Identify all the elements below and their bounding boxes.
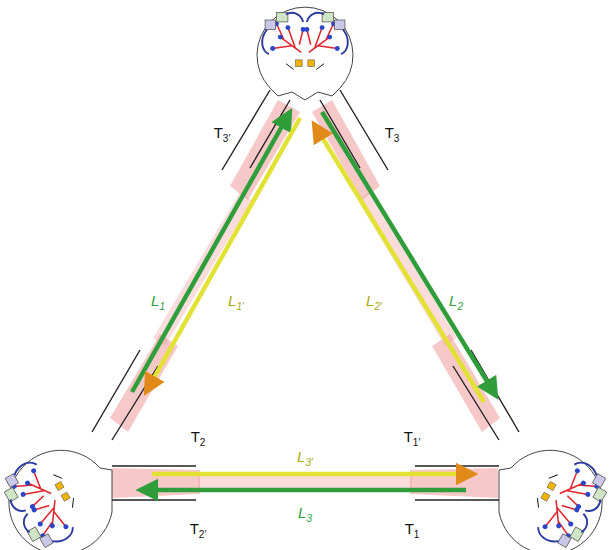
- telescope-label: T1′: [404, 429, 421, 444]
- laser-link-arrow: [132, 112, 496, 490]
- spacecraft: [9, 7, 602, 550]
- arm-label: L1: [151, 293, 165, 308]
- laser-beam: [110, 100, 500, 498]
- telescope-label: T1: [405, 521, 420, 536]
- arm-label: L1′: [228, 293, 244, 308]
- arm-label: L2: [449, 293, 463, 308]
- telescope-label: T3: [385, 125, 400, 140]
- arm-label: L3′: [297, 449, 313, 464]
- telescope-tube: [92, 90, 519, 500]
- arm-label: L2′: [366, 293, 382, 308]
- telescope-label: T2′: [190, 521, 207, 536]
- telescope-label: T3′: [214, 125, 231, 140]
- telescope-label: T2: [191, 429, 206, 444]
- arm-label: L3: [298, 505, 312, 520]
